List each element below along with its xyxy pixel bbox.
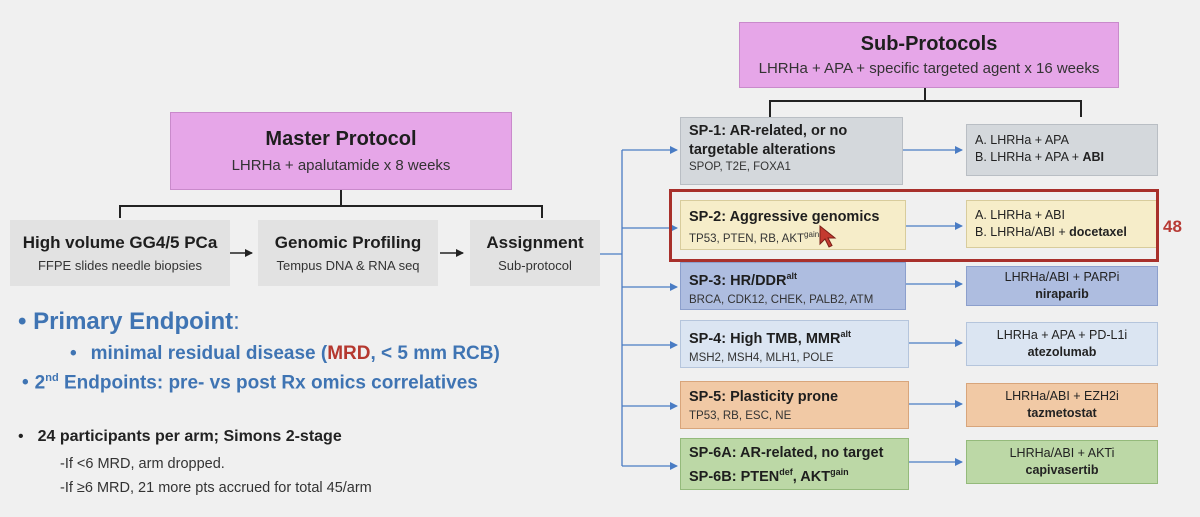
bullet-icon: • xyxy=(70,343,77,364)
sp2-highlight-frame xyxy=(669,189,1159,262)
sp1-treatment-b-agent: ABI xyxy=(1082,150,1104,164)
sp5-id: SP-5: xyxy=(689,389,727,405)
participants-text: 24 participants per arm; Simons 2-stage xyxy=(37,428,342,445)
sp5-treatment-agent: tazmetostat xyxy=(1027,406,1097,420)
assignment-subtitle: Sub-protocol xyxy=(498,258,572,273)
sp4-genes: MSH2, MSH4, MLH1, POLE xyxy=(689,351,834,364)
sp3-id: SP-3: xyxy=(689,272,727,289)
genomic-profiling-title: Genomic Profiling xyxy=(274,233,422,252)
population-subtitle: FFPE slides needle biopsies xyxy=(37,258,203,273)
sp6b-line-akt: , AKT xyxy=(792,468,831,485)
second-number: 2 xyxy=(34,372,46,394)
primary-endpoint-detail: • minimal residual disease (MRD, < 5 mm R… xyxy=(70,343,500,365)
sp6a-line: SP-6A: AR-related, no target xyxy=(689,445,884,461)
sp2-id: SP-2: xyxy=(689,209,727,225)
sp6-treatment: LHRHa/ABI + AKTi capivasertib xyxy=(966,440,1158,484)
sp2-treatment: A. LHRHa + ABI B. LHRHa/ABI + docetaxel xyxy=(966,200,1158,248)
master-protocol-header: Master Protocol LHRHa + apalutamide x 8 … xyxy=(170,112,512,190)
sp5-treatment: LHRHa/ABI + EZH2i tazmetostat xyxy=(966,383,1158,427)
sub-protocols-subtitle: LHRHa + APA + specific targeted agent x … xyxy=(758,60,1100,77)
sp4-box: SP-4: High TMB, MMRalt MSH2, MSH4, MLH1,… xyxy=(680,320,909,368)
assignment-title: Assignment xyxy=(486,233,584,252)
sp3-box: SP-3: HR/DDRalt BRCA, CDK12, CHEK, PALB2… xyxy=(680,262,906,310)
sp6b-sup-gain: gain xyxy=(830,467,849,477)
sp5-text: Plasticity prone xyxy=(730,389,839,405)
sp5-genes: TP53, RB, ESC, NE xyxy=(689,410,792,422)
bullet-icon: • xyxy=(18,308,27,335)
master-protocol-title: Master Protocol xyxy=(265,128,417,150)
secondary-endpoints-text: Endpoints: pre- vs post Rx omics correla… xyxy=(58,372,478,394)
sp4-sup: alt xyxy=(840,329,851,339)
population-title: High volume GG4/5 PCa xyxy=(22,233,218,252)
study-design-rule-2: -If ≥6 MRD, 21 more pts accrued for tota… xyxy=(60,480,372,496)
sp1-genes: SPOP, T2E, FOXA1 xyxy=(689,161,791,173)
bullet-icon: • xyxy=(22,372,29,394)
flow-step-genomic-profiling: Genomic Profiling Tempus DNA & RNA seq xyxy=(258,220,438,286)
genomic-profiling-subtitle: Tempus DNA & RNA seq xyxy=(276,258,420,273)
sp4-treatment: LHRHa + APA + PD-L1i atezolumab xyxy=(966,322,1158,366)
sp1-treatment: A. LHRHa + APA B. LHRHa + APA + ABI xyxy=(966,124,1158,176)
secondary-endpoints: •2nd Endpoints: pre- vs post Rx omics co… xyxy=(22,372,478,394)
sp6-box: SP-6A: AR-related, no target SP-6B: PTEN… xyxy=(680,438,909,490)
sp3-treatment-agent: niraparib xyxy=(1035,287,1089,301)
sp4-id: SP-4: xyxy=(689,330,727,347)
sp2-genes: TP53, PTEN, RB, AKT xyxy=(689,232,805,245)
sp2-count: 48 xyxy=(1163,217,1182,236)
mrd-text: MRD xyxy=(327,343,371,364)
sp2-treatment-a: A. LHRHa + ABI xyxy=(975,208,1065,222)
sp2-treatment-b-agent: docetaxel xyxy=(1069,225,1127,239)
primary-endpoint-colon: : xyxy=(233,308,240,335)
bullet-icon: • xyxy=(18,428,24,445)
minimal-residual-disease-text: minimal residual disease ( xyxy=(90,343,328,364)
study-design-rule-1: -If <6 MRD, arm dropped. xyxy=(60,456,225,472)
sp1-treatment-a: A. LHRHa + APA xyxy=(975,133,1069,147)
distribution-tree xyxy=(600,146,963,470)
study-design-main: • 24 participants per arm; Simons 2-stage xyxy=(18,428,342,446)
sp3-text: HR/DDR xyxy=(730,272,787,289)
sp3-treatment-regimen: LHRHa/ABI + PARPi xyxy=(1004,270,1120,284)
sp6-treatment-regimen: LHRHa/ABI + AKTi xyxy=(1009,446,1115,460)
sp4-treatment-agent: atezolumab xyxy=(1027,345,1097,359)
sp1-treatment-b: B. LHRHa + APA + xyxy=(975,150,1083,164)
flow-step-assignment: Assignment Sub-protocol xyxy=(470,220,600,286)
sub-protocols-header: Sub-Protocols LHRHa + APA + specific tar… xyxy=(739,22,1119,88)
sp1-id: SP-1: xyxy=(689,123,727,139)
sp4-text: High TMB, MMR xyxy=(730,330,841,347)
primary-endpoint: • Primary Endpoint: xyxy=(18,308,240,336)
rcb-text: , < 5 mm RCB) xyxy=(370,343,500,364)
sp1-box: SP-1: AR-related, or no targetable alter… xyxy=(680,117,903,185)
sp2-text: Aggressive genomics xyxy=(729,209,880,225)
mouse-cursor-icon xyxy=(819,224,837,248)
master-protocol-subtitle: LHRHa + apalutamide x 8 weeks xyxy=(231,157,451,174)
master-bracket xyxy=(119,190,543,218)
sp3-treatment: LHRHa/ABI + PARPi niraparib xyxy=(966,266,1158,306)
sp6b-sup-def: def xyxy=(779,467,793,477)
sp4-treatment-regimen: LHRHa + APA + PD-L1i xyxy=(996,328,1128,342)
sp1-text: AR-related, or no targetable alterations xyxy=(689,123,848,158)
sp6-treatment-agent: capivasertib xyxy=(1025,463,1099,477)
sp3-genes: BRCA, CDK12, CHEK, PALB2, ATM xyxy=(689,293,874,306)
sp5-box: SP-5: Plasticity prone TP53, RB, ESC, NE xyxy=(680,381,909,429)
flow-step-population: High volume GG4/5 PCa FFPE slides needle… xyxy=(10,220,230,286)
sp5-treatment-regimen: LHRHa/ABI + EZH2i xyxy=(1005,389,1119,403)
sp2-box: SP-2: Aggressive genomics TP53, PTEN, RB… xyxy=(680,200,906,250)
sp3-sup: alt xyxy=(786,271,798,281)
sp2-treatment-b: B. LHRHa/ABI + xyxy=(975,225,1070,239)
primary-endpoint-label: Primary Endpoint xyxy=(33,308,234,335)
subprotocol-bracket xyxy=(769,88,1082,117)
sp2-genes-sup: gain xyxy=(804,230,820,239)
sp6b-line: SP-6B: PTEN xyxy=(689,468,780,485)
second-sup: nd xyxy=(45,372,59,384)
sub-protocols-title: Sub-Protocols xyxy=(860,33,998,55)
